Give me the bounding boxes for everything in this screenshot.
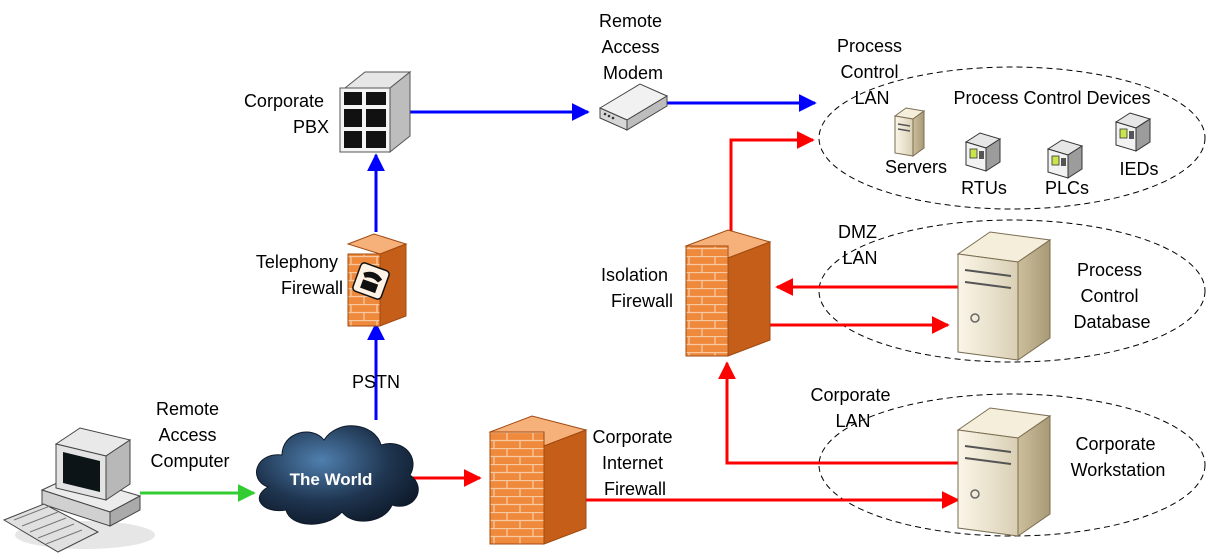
pstn-label: PSTN — [352, 372, 400, 392]
field-device-icon[interactable] — [1114, 112, 1152, 152]
process-control-lan-label: Process Control LAN — [837, 36, 907, 108]
tower-server-icon[interactable] — [893, 107, 926, 157]
tower-server-icon[interactable] — [956, 407, 1052, 537]
isolation-firewall-label: Isolation Firewall — [601, 265, 673, 311]
brick-firewall-icon[interactable] — [684, 229, 772, 357]
corporate-lan-label: Corporate LAN — [810, 385, 895, 431]
corporate-pbx-label: Corporate PBX — [244, 91, 329, 137]
pbx-switch-icon[interactable] — [339, 70, 412, 154]
brick-firewall-icon[interactable] — [346, 233, 408, 327]
rtus-label: RTUs — [961, 178, 1007, 198]
modem-icon[interactable] — [598, 83, 669, 131]
dmz-lan-zone — [818, 219, 1206, 363]
servers-label: Servers — [885, 157, 947, 177]
desktop-computer-icon[interactable] — [2, 427, 155, 553]
corporate-internet-firewall-label: Corporate Internet Firewall — [592, 427, 677, 499]
corporate-workstation-label: Corporate Workstation — [1071, 434, 1166, 480]
red-links — [410, 131, 960, 509]
corporate-lan-zone — [818, 393, 1206, 537]
telephony-firewall-label: Telephony Firewall — [256, 252, 343, 298]
process-control-devices-label: Process Control Devices — [953, 88, 1150, 108]
tower-server-icon[interactable] — [956, 231, 1052, 361]
plcs-label: PLCs — [1045, 178, 1089, 198]
field-device-icon[interactable] — [1046, 139, 1084, 179]
cloud-icon[interactable]: The World — [256, 425, 419, 525]
remote-access-computer-label: Remote Access Computer — [150, 399, 229, 471]
remote-access-modem-label: Remote Access Modem — [599, 11, 667, 83]
process-control-database-label: Process Control Database — [1073, 260, 1150, 332]
brick-firewall-icon[interactable] — [488, 415, 588, 545]
the-world-label: The World — [290, 470, 373, 489]
field-device-icon[interactable] — [964, 132, 1002, 172]
telephone-icon — [352, 262, 390, 300]
process-control-lan-zone — [818, 66, 1206, 210]
blue-links — [367, 94, 817, 420]
dmz-lan-label: DMZ LAN — [838, 222, 882, 268]
ieds-label: IEDs — [1119, 159, 1158, 179]
